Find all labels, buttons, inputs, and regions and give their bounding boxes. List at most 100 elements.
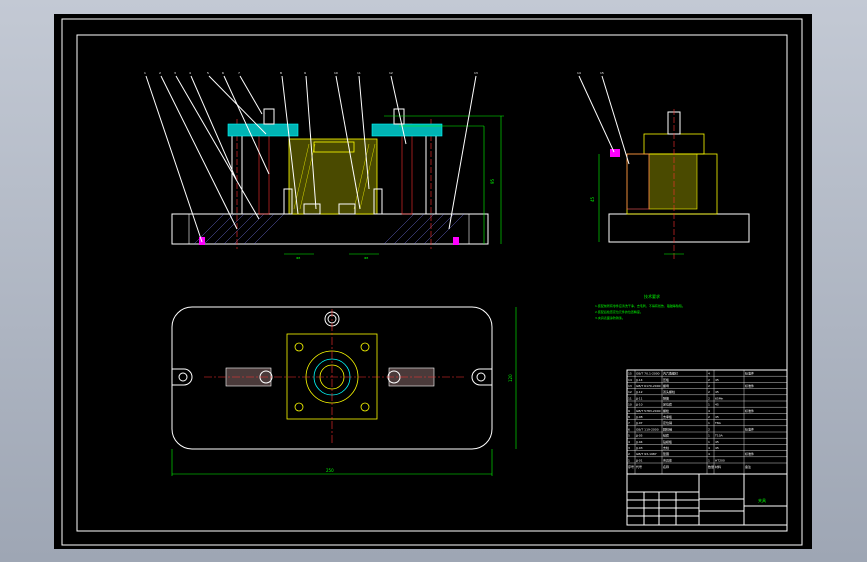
bom-cell: GB/T 6170-2000 xyxy=(636,384,661,388)
bom-cell: 标准件 xyxy=(745,371,754,376)
dim-small-b-label: Φ8 xyxy=(364,256,368,260)
bom-cell: 支柱 xyxy=(663,445,669,450)
balloon-label: 9 xyxy=(304,71,306,75)
balloon-label: 12 xyxy=(389,71,393,75)
bom-cell: 1 xyxy=(708,403,710,407)
dim-small-a-label: Φ8 xyxy=(296,256,300,260)
bom-cell: 6 xyxy=(628,427,630,431)
outer-border xyxy=(61,18,803,546)
balloon-label: 6 xyxy=(222,71,224,75)
bom-cell: 标准件 xyxy=(745,383,754,388)
bom-cell: 45 xyxy=(715,446,719,450)
bom-cell: 45 xyxy=(715,415,719,419)
bom-cell: 垫圈 xyxy=(663,451,669,456)
bom-cell: JJ-08 xyxy=(635,415,643,419)
bom-cell: 2 xyxy=(708,384,710,388)
bom-cell: GB/T 70.1-2000 xyxy=(636,372,660,376)
bom-cell: 10 xyxy=(628,403,632,407)
bom-cell: 定位销 xyxy=(663,420,672,425)
balloon-label: 5 xyxy=(207,71,209,75)
bom-header: 材料 xyxy=(715,464,721,469)
bom-cell: T8A xyxy=(714,421,722,425)
bom-cell: 45 xyxy=(715,440,719,444)
balloon-label: 11 xyxy=(357,71,361,75)
bom-cell: 2 xyxy=(708,427,710,431)
bom-cell: 3 xyxy=(628,446,630,450)
bom-cell: 标准件 xyxy=(745,426,754,431)
bom-cell: 2 xyxy=(628,452,630,456)
balloon-label: 1 xyxy=(144,71,146,75)
bom-cell: 2 xyxy=(708,390,710,394)
bom-cell: JJ-12 xyxy=(635,390,643,394)
bom-cell: 1 xyxy=(708,440,710,444)
bom-cell: 7 xyxy=(628,421,630,425)
bom-cell: 13 xyxy=(628,384,632,388)
bom-cell: HT200 xyxy=(715,458,725,462)
bom-cell: GB/T 119-2000 xyxy=(636,427,659,431)
balloon-label: 14 xyxy=(577,71,581,75)
bom-cell: 双头螺柱 xyxy=(663,389,675,394)
bom-cell: 2 xyxy=(708,396,710,400)
bom-header: 备注 xyxy=(745,464,751,469)
inner-border xyxy=(76,34,788,532)
bom-cell: 内六角螺钉 xyxy=(663,371,678,376)
notes-title: 技术要求 xyxy=(644,293,660,299)
bom-cell: 螺栓 xyxy=(663,408,669,413)
balloon-label: 15 xyxy=(600,71,604,75)
bom-header: 数量 xyxy=(708,464,714,469)
dim-depth-label: 120 xyxy=(508,374,513,382)
balloon-label: 8 xyxy=(280,71,282,75)
bom-cell: 45 xyxy=(715,378,719,382)
bom-cell: 标准件 xyxy=(745,408,754,413)
bom-cell: 压板 xyxy=(663,377,669,382)
bom-cell: 圆柱销 xyxy=(663,426,672,431)
technical-notes: 技术要求 1.装配前所有零件应清洗干净，去毛刺，不得有划伤、磕碰等缺陷。 2.装… xyxy=(595,293,685,320)
bom-cell: GB/T 5783-2000 xyxy=(636,409,661,413)
bom-cell: JJ-03 xyxy=(635,446,643,450)
bom-cell: 45 xyxy=(715,390,719,394)
bom-cell: JJ-05 xyxy=(635,434,643,438)
bom-cell: 2 xyxy=(708,378,710,382)
bom-cell: 5 xyxy=(628,434,630,438)
balloon-label: 13 xyxy=(474,71,478,75)
note-line-2: 2.装配后检查定位元件的位置精度。 xyxy=(595,309,643,314)
note-line-3: 3.夹具表面涂防锈漆。 xyxy=(595,315,625,320)
bom-cell: JJ-07 xyxy=(635,421,643,425)
balloon-label: 2 xyxy=(159,71,161,75)
bom-cell: 1 xyxy=(708,434,710,438)
bom-cell: JJ-11 xyxy=(635,396,643,400)
balloon-label: 4 xyxy=(189,71,191,75)
bom-cell: 11 xyxy=(628,396,632,400)
bom-cell: 1 xyxy=(708,421,710,425)
bom-cell: 4 xyxy=(708,446,710,450)
bom-cell: JJ-01 xyxy=(635,458,643,462)
balloon-label: 10 xyxy=(334,71,338,75)
dim-height-label: 95 xyxy=(490,178,495,184)
bom-header: 名称 xyxy=(663,464,669,469)
bom-cell: 45 xyxy=(715,403,719,407)
balloon-label: 7 xyxy=(238,71,240,75)
bom-header: 代号 xyxy=(636,464,642,469)
bom-cell: 钻套 xyxy=(663,433,669,438)
bom-header: 序号 xyxy=(628,464,634,469)
title-name: 夹具 xyxy=(758,497,766,503)
bom-cell: JJ-14 xyxy=(635,378,643,382)
bom-cell: 9 xyxy=(628,409,630,413)
bom-cell: 8 xyxy=(628,415,630,419)
bom-cell: 1 xyxy=(628,458,630,462)
bom-cell: GB/T 93-1987 xyxy=(636,452,657,456)
note-line-1: 1.装配前所有零件应清洗干净，去毛刺，不得有划伤、磕碰等缺陷。 xyxy=(595,303,685,308)
bom-cell: 15 xyxy=(628,372,632,376)
bom-cell: 65Mn xyxy=(715,396,723,400)
dim-width-label: 250 xyxy=(326,468,334,473)
bom-cell: 螺母 xyxy=(663,383,669,388)
bom-cell: 定位套 xyxy=(663,402,672,407)
bom-cell: 支承板 xyxy=(663,414,672,419)
bom-cell: 4 xyxy=(708,452,710,456)
bom-cell: 钻模板 xyxy=(663,439,672,444)
